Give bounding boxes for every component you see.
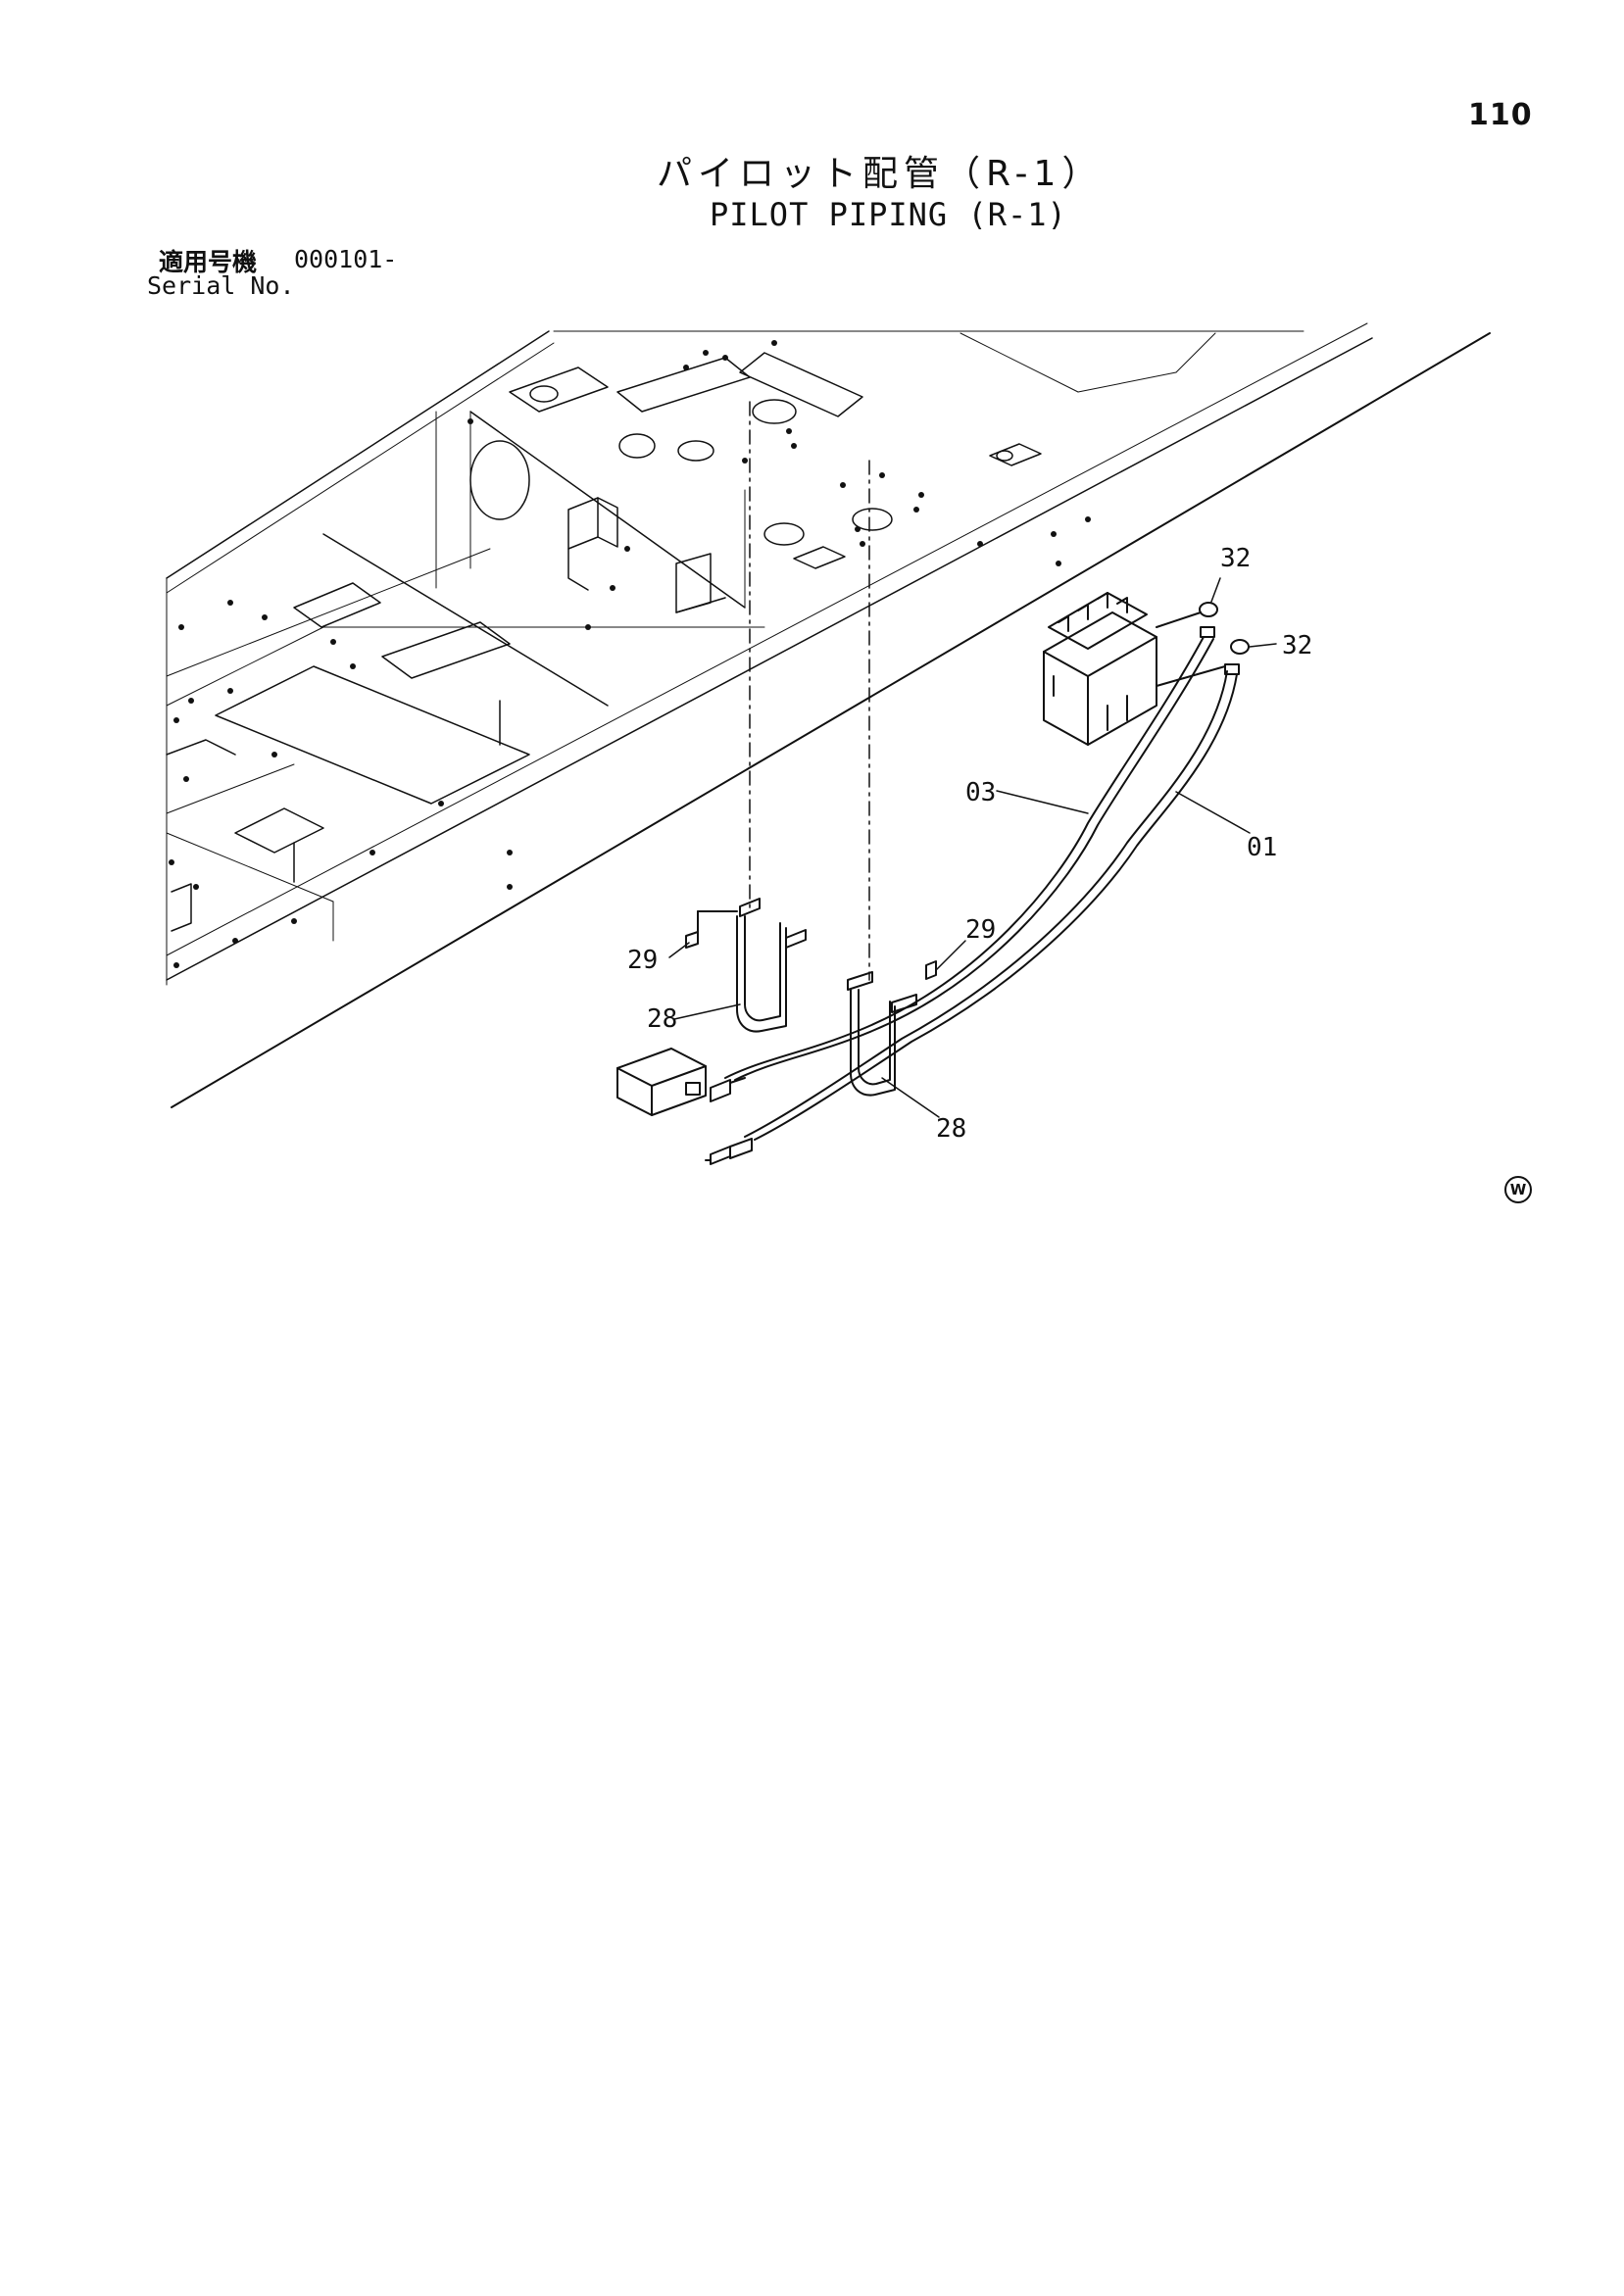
frame-bolt-holes xyxy=(169,340,1091,968)
end-connector xyxy=(616,1048,753,1165)
phantom-lines xyxy=(749,401,870,981)
hose-03 xyxy=(724,636,1214,1081)
callout-28-right: 28 xyxy=(936,1114,966,1144)
callout-28-left: 28 xyxy=(647,1004,677,1034)
bolt-29 xyxy=(685,931,937,980)
serial-label-japanese: 適用号機 xyxy=(159,248,258,276)
callout-29-right: 29 xyxy=(965,915,996,945)
frame-cutouts xyxy=(166,352,1042,932)
elbow-fitting-32 xyxy=(1156,602,1250,687)
frame-bracket xyxy=(293,497,726,883)
hose-01 xyxy=(744,670,1238,1141)
pilot-valve xyxy=(1043,592,1157,746)
leader-lines xyxy=(668,577,1277,1118)
corner-w-mark: W xyxy=(1504,1176,1532,1203)
page-number: 110 xyxy=(1468,98,1533,132)
frame-outline xyxy=(166,322,1491,1108)
hose-clamp-28-left xyxy=(697,898,807,1033)
callout-03: 03 xyxy=(965,778,996,807)
title-japanese: パイロット配管（R-1） xyxy=(657,154,1104,194)
serial-number-value: 000101- xyxy=(294,245,398,273)
callout-labels: 32 32 03 01 29 29 28 28 xyxy=(627,544,1312,1144)
title-english: PILOT PIPING (R-1) xyxy=(710,196,1067,233)
hose-clamp-28-right xyxy=(847,971,917,1097)
callout-01: 01 xyxy=(1247,833,1277,862)
serial-label-english: Serial No. xyxy=(147,271,295,300)
callout-29-left: 29 xyxy=(627,946,658,975)
callout-32-top: 32 xyxy=(1220,544,1251,573)
callout-32-right: 32 xyxy=(1282,631,1312,660)
